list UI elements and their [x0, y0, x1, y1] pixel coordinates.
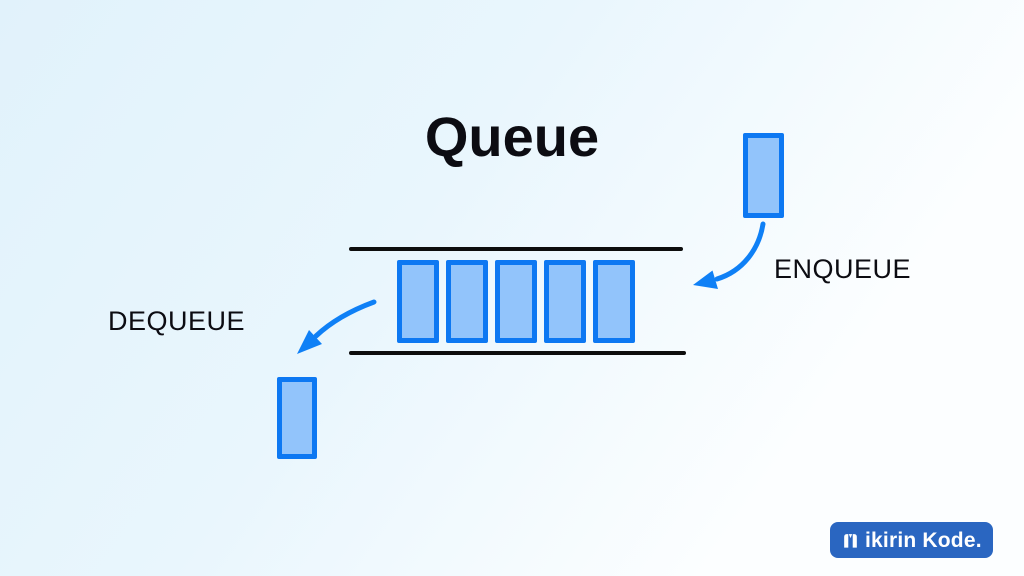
queue-bottom-line: [349, 351, 686, 355]
queue-top-line: [349, 247, 683, 251]
logo-text: ikirin Kode.: [865, 528, 982, 552]
queue-item: [593, 260, 635, 343]
queue-item: [397, 260, 439, 343]
enqueue-arrow-icon: [693, 221, 766, 289]
queue-item: [495, 260, 537, 343]
enqueue-label: ENQUEUE: [774, 254, 912, 284]
brand-logo: ikirin Kode.: [830, 522, 993, 558]
queue-item: [544, 260, 586, 343]
queue-item: [446, 260, 488, 343]
dequeue-arrow-icon: [297, 299, 377, 354]
page-title: Queue: [424, 105, 600, 168]
dequeue-label: DEQUEUE: [108, 306, 246, 336]
mikirin-kode-m-icon: [844, 533, 857, 548]
enqueue-item: [743, 133, 784, 218]
queue-items-row: [397, 260, 635, 343]
dequeue-item: [277, 377, 317, 459]
